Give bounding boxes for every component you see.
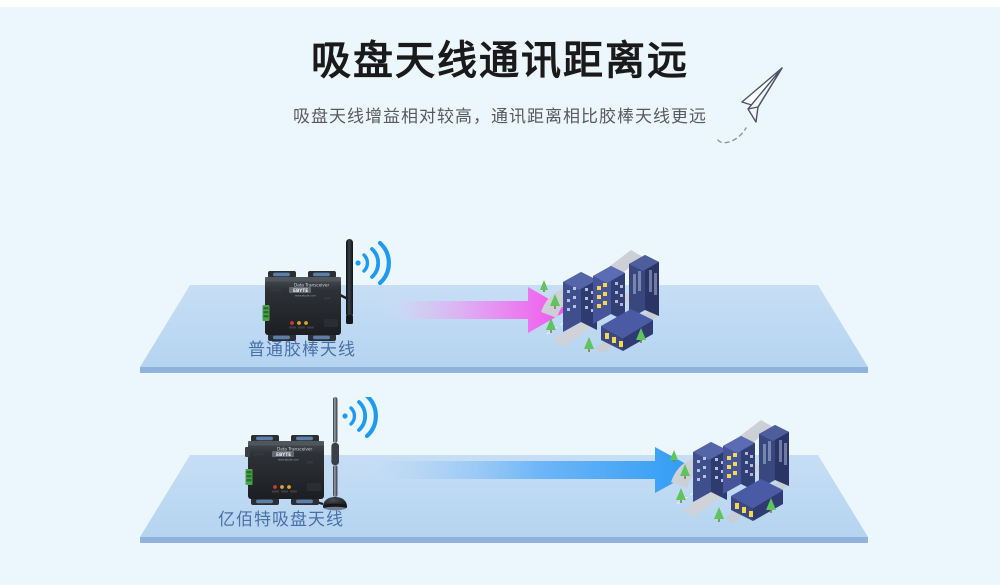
isometric-city-icon-suction [665, 400, 815, 530]
row-label-standard: 普通胶棒天线 [248, 340, 356, 360]
tree-icon [670, 450, 776, 522]
wifi-signal-icon [342, 397, 378, 439]
building [759, 425, 789, 489]
header: 吸盘天线通讯距离远 吸盘天线增益相对较高，通讯距离相比胶棒天线更远 [0, 38, 1000, 127]
comparison-row-standard: EBYTE Data Transceiver www.ebyte.com [0, 239, 1000, 465]
building [629, 255, 659, 319]
isometric-city-icon-standard [535, 230, 685, 360]
range-arrow-long [345, 443, 700, 497]
svg-text:www.ebyte.com: www.ebyte.com [278, 458, 299, 462]
building [723, 436, 755, 494]
svg-text:Data Transceiver: Data Transceiver [294, 283, 329, 288]
wifi-signal-icon [355, 240, 391, 286]
paper-plane-icon [712, 62, 792, 147]
svg-text:www.ebyte.com: www.ebyte.com [295, 294, 316, 298]
svg-text:EBYTE: EBYTE [276, 452, 291, 458]
tree-icon [540, 280, 646, 352]
device-standard-antenna: EBYTE Data Transceiver www.ebyte.com [262, 227, 432, 357]
device-suction-antenna: EBYTE Data Transceiver www.ebyte.com [245, 397, 425, 532]
building [593, 266, 625, 324]
comparison-row-suction: EBYTE Data Transceiver www.ebyte.com [0, 397, 1000, 585]
row-label-suction: 亿佰特吸盘天线 [218, 510, 344, 530]
svg-text:Data Transceiver: Data Transceiver [277, 447, 312, 452]
svg-text:EBYTE: EBYTE [293, 288, 308, 294]
page-subtitle: 吸盘天线增益相对较高，通讯距离相比胶棒天线更远 [293, 107, 707, 127]
top-white-strip [0, 0, 1000, 7]
suction-cup-antenna-icon [312, 397, 350, 514]
page-title: 吸盘天线通讯距离远 [311, 38, 689, 84]
range-arrow-short [380, 283, 570, 337]
rubber-rod-antenna-icon [346, 239, 353, 324]
